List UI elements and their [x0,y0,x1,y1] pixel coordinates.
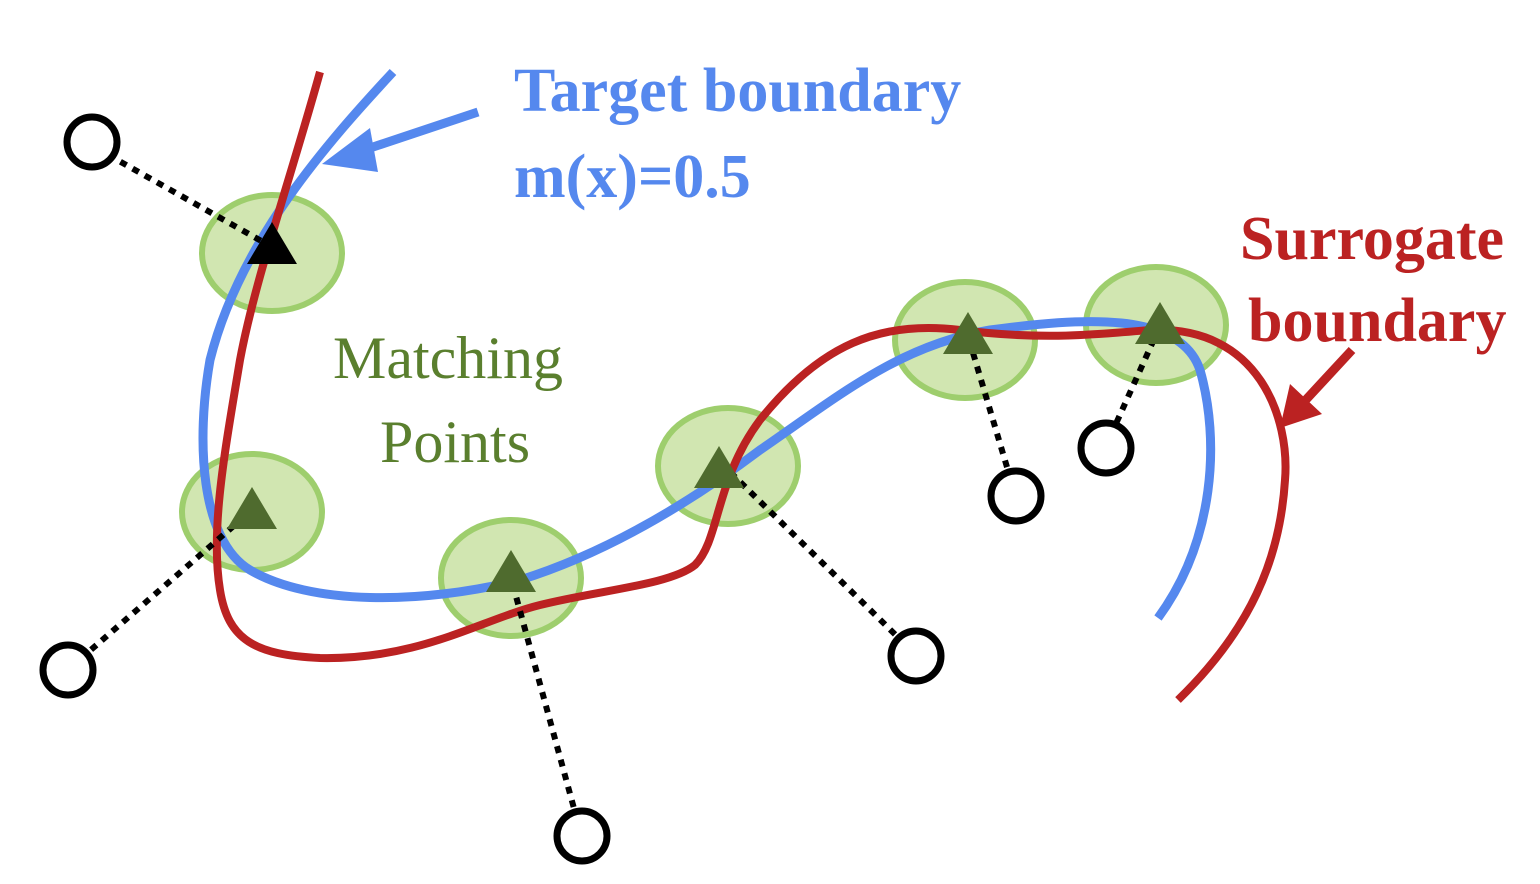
sample-links [68,145,1163,835]
sample-point-circle [39,641,97,699]
target-boundary-curve [198,68,1216,621]
surrogate-arrowhead [1280,384,1322,428]
sample-point-circle [887,627,945,685]
sample-link [94,145,274,250]
target-arrowhead [322,128,378,172]
sample-link [725,467,918,657]
matching-triangle-icon [227,487,277,529]
sample-point-circle [553,807,611,865]
matching-triangle-icon [694,446,744,488]
matching-triangle-icon [486,550,536,592]
target-arrow-shaft [356,107,480,157]
target-boundary-formula: m(x)=0.5 [514,143,751,211]
matching-points-label-line2: Points [380,409,531,475]
sample-point-circle [1077,419,1135,477]
highlighted-triangle-icon [247,222,297,264]
matching-triangle-icon [943,312,993,354]
matching-triangles [227,222,1185,592]
sample-point-circle [63,113,121,171]
surrogate-boundary-label-line1: Surrogate [1240,205,1505,273]
surrogate-boundary-curve [212,70,1290,703]
sample-link [508,577,584,835]
surrogate-arrow-shaft [1298,346,1356,408]
sample-points [39,113,1135,865]
sample-link [68,507,254,671]
surrogate-boundary-label-line2: boundary [1248,287,1507,355]
matching-triangle-icon [1135,302,1185,344]
matching-points-label-line1: Matching [333,325,563,391]
sample-point-circle [987,467,1045,525]
label-arrows [322,107,1356,428]
target-boundary-label: Target boundary [514,57,962,125]
matching-halos [179,192,1229,639]
